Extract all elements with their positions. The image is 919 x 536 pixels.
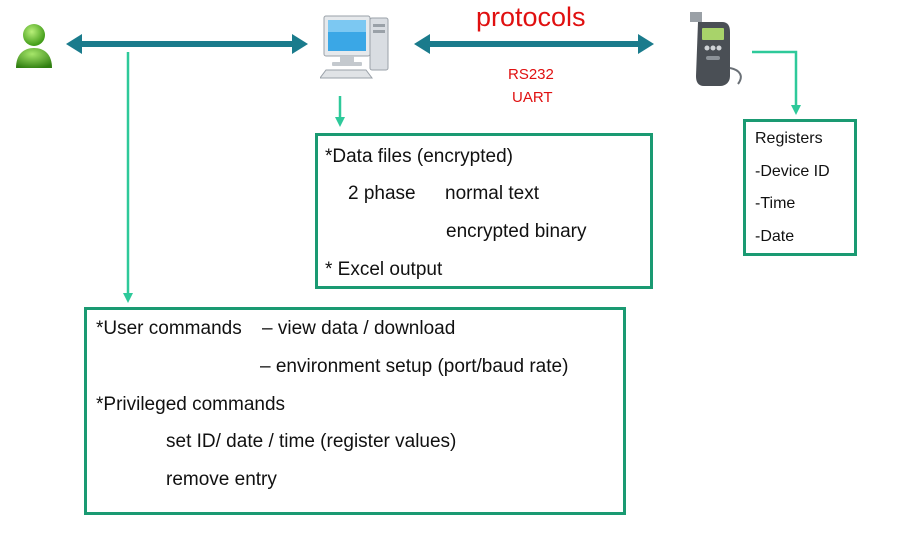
data-files-box	[315, 133, 653, 289]
protocol-rs232-label: RS232	[508, 66, 554, 83]
user-command-view-download: – view data / download	[262, 318, 456, 339]
privileged-commands-label: *Privileged commands	[96, 394, 286, 415]
user-command-environment-setup: – environment setup (port/baud rate)	[260, 356, 569, 377]
computer-icon	[319, 12, 392, 82]
registers-title: Registers	[755, 130, 823, 147]
commands-box	[84, 307, 626, 515]
protocol-uart-label: UART	[512, 89, 553, 106]
excel-output-label: * Excel output	[325, 259, 443, 280]
register-date: -Date	[755, 228, 795, 245]
phase-item-normal-text: normal text	[445, 183, 539, 204]
registers-box	[743, 119, 857, 256]
user-commands-label: *User commands	[96, 318, 242, 339]
privileged-remove-entry: remove entry	[166, 469, 277, 490]
user-icon	[12, 20, 56, 70]
register-device-id: -Device ID	[755, 163, 830, 180]
protocols-label: protocols	[476, 2, 586, 32]
phase-item-encrypted-binary: encrypted binary	[446, 221, 587, 242]
phase-label: 2 phase	[348, 183, 416, 204]
register-time: -Time	[755, 195, 796, 212]
breathalyzer-device-icon	[676, 10, 748, 88]
privileged-set-id-date-time: set ID/ date / time (register values)	[166, 431, 457, 452]
data-files-title: *Data files (encrypted)	[325, 146, 513, 167]
user-computer-double-arrow	[66, 34, 308, 54]
device-to-registers-arrow	[752, 50, 801, 115]
protocol-double-arrow	[414, 34, 654, 54]
